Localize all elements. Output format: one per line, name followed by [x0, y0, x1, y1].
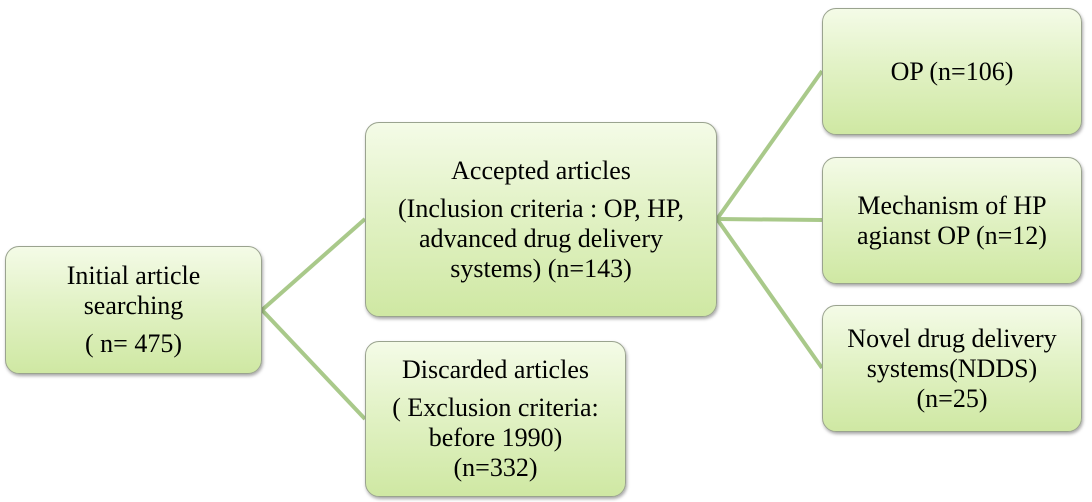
node-accepted-articles: Accepted articles (Inclusion criteria : … [365, 122, 717, 317]
accepted-line-1: (Inclusion criteria : OP, HP, [398, 193, 684, 223]
ndds-line-1: Novel drug delivery [847, 323, 1057, 353]
accepted-line-3: systems) (n=143) [450, 253, 632, 283]
node-op: OP (n=106) [822, 8, 1082, 135]
discarded-title: Discarded articles [402, 355, 589, 384]
node-discarded-articles: Discarded articles ( Exclusion criteria:… [365, 341, 626, 497]
accepted-line-2: advanced drug delivery [418, 223, 663, 253]
edge-initial-discarded [260, 308, 367, 421]
edge-accepted-op [715, 69, 824, 221]
discarded-line-2: before 1990) [428, 423, 563, 452]
initial-line-2: searching [83, 291, 184, 320]
accepted-title: Accepted articles [451, 155, 631, 185]
node-initial-article-searching: Initial article searching ( n= 475) [5, 246, 262, 374]
node-mechanism-hp-against-op: Mechanism of HP agianst OP (n=12) [822, 157, 1082, 284]
edge-accepted-ndds [715, 217, 824, 370]
mechanism-line-2: agianst OP (n=12) [857, 220, 1047, 250]
edge-accepted-mechanism [716, 217, 823, 222]
edge-initial-accepted [260, 217, 367, 312]
discarded-line-1: ( Exclusion criteria: [392, 393, 599, 422]
ndds-line-2: systems(NDDS) [866, 353, 1038, 383]
mechanism-line-1: Mechanism of HP [857, 190, 1047, 220]
discarded-line-3: (n=332) [453, 453, 538, 482]
ndds-line-3: (n=25) [916, 383, 988, 413]
node-novel-drug-delivery-systems: Novel drug delivery systems(NDDS) (n=25) [822, 305, 1082, 432]
initial-line-1: Initial article [66, 261, 201, 290]
op-line-1: OP (n=106) [890, 56, 1014, 86]
initial-count: ( n= 475) [85, 329, 182, 358]
